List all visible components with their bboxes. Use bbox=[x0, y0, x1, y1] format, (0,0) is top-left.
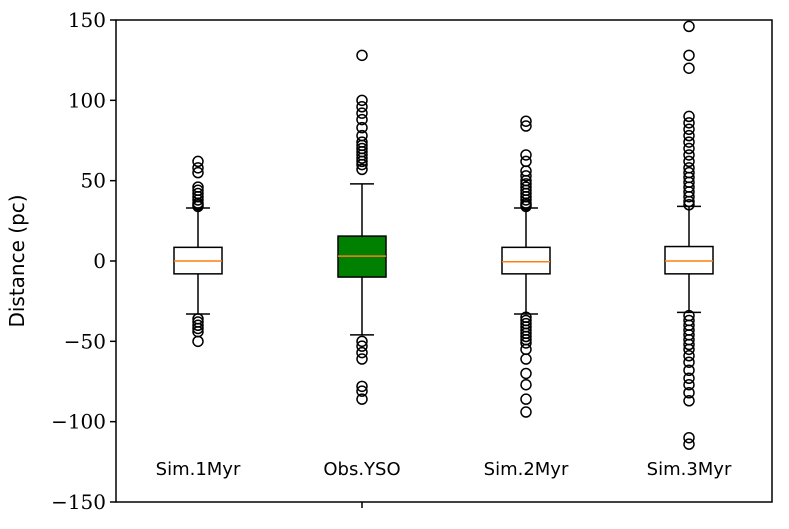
category-label: Sim.1Myr bbox=[156, 459, 241, 480]
y-tick-label: 150 bbox=[68, 8, 106, 32]
outlier-point bbox=[683, 110, 695, 123]
outlier-point bbox=[683, 129, 695, 142]
box-group: Sim.1Myr bbox=[156, 155, 241, 480]
outlier-point bbox=[192, 319, 204, 332]
outlier-point bbox=[356, 340, 368, 352]
outlier-point bbox=[356, 163, 368, 176]
outlier-point bbox=[356, 385, 368, 397]
y-tick-label: −150 bbox=[51, 490, 106, 514]
outlier-point bbox=[192, 155, 204, 168]
outlier-point bbox=[356, 101, 368, 113]
outlier-point bbox=[356, 121, 368, 134]
outlier-point bbox=[520, 393, 532, 405]
outlier-point bbox=[683, 343, 695, 356]
outlier-point bbox=[683, 350, 695, 362]
outlier-point bbox=[356, 113, 368, 126]
outlier-point bbox=[356, 107, 368, 119]
outlier-point bbox=[683, 142, 695, 155]
outlier-point bbox=[520, 330, 532, 343]
outlier-point bbox=[356, 155, 368, 168]
outlier-point bbox=[683, 338, 695, 351]
outlier-point bbox=[683, 123, 695, 136]
outlier-point bbox=[356, 353, 368, 365]
outlier-point bbox=[520, 367, 532, 380]
outlier-point bbox=[520, 120, 532, 132]
outlier-point bbox=[683, 386, 695, 399]
outlier-point bbox=[520, 155, 532, 168]
axis-layer: 150 100 50 0 −50 −100 −150 bbox=[51, 8, 773, 514]
outlier-point bbox=[520, 406, 532, 418]
outlier-point bbox=[356, 380, 368, 393]
outlier-point bbox=[192, 335, 204, 348]
outlier-point bbox=[520, 378, 532, 391]
outlier-point bbox=[520, 149, 532, 161]
category-label: Sim.2Myr bbox=[484, 459, 569, 480]
outlier-point bbox=[683, 364, 695, 377]
y-axis-label: Distance (pc) bbox=[5, 194, 29, 327]
outlier-point bbox=[683, 155, 695, 168]
category-label: Obs.YSO bbox=[323, 459, 400, 480]
outlier-point bbox=[520, 200, 532, 213]
outlier-point bbox=[683, 190, 695, 203]
outlier-point bbox=[192, 322, 204, 335]
outlier-point bbox=[683, 117, 695, 129]
outlier-point bbox=[683, 149, 695, 161]
outlier-point bbox=[520, 353, 532, 365]
outlier-point bbox=[683, 195, 695, 208]
outlier-point bbox=[683, 136, 695, 148]
outlier-point bbox=[683, 62, 695, 74]
outlier-point bbox=[192, 166, 204, 179]
outlier-point bbox=[192, 200, 204, 213]
outlier-point bbox=[683, 431, 695, 444]
outlier-point bbox=[683, 395, 695, 407]
outlier-point bbox=[683, 356, 695, 368]
box-group: Obs.YSO bbox=[323, 49, 401, 480]
outlier-point bbox=[683, 20, 695, 33]
y-tick-label: 0 bbox=[93, 249, 106, 273]
outlier-point bbox=[520, 115, 532, 127]
y-tick-label: −100 bbox=[51, 410, 106, 434]
outlier-point bbox=[520, 343, 532, 356]
y-tick-label: 50 bbox=[81, 169, 106, 193]
category-label: Sim.3Myr bbox=[647, 459, 732, 480]
outlier-point bbox=[683, 199, 695, 211]
outlier-point bbox=[356, 49, 368, 62]
outlier-point bbox=[683, 378, 695, 391]
outlier-point bbox=[356, 393, 368, 405]
y-tick-label: −50 bbox=[64, 329, 106, 353]
outlier-point bbox=[192, 194, 204, 206]
outlier-point bbox=[356, 158, 368, 171]
outlier-point bbox=[356, 94, 368, 107]
outlier-point bbox=[356, 346, 368, 359]
box-iqr bbox=[501, 246, 551, 275]
outlier-point bbox=[683, 438, 695, 450]
outlier-point bbox=[683, 49, 695, 62]
plot-layer: Sim.1Myr Obs.YSO Sim.2Myr Sim.3Myr bbox=[156, 20, 732, 480]
outlier-point bbox=[520, 337, 532, 349]
box-group: Sim.2Myr bbox=[484, 115, 569, 480]
outlier-point bbox=[520, 194, 532, 206]
outlier-point bbox=[683, 372, 695, 385]
box-group: Sim.3Myr bbox=[647, 20, 732, 480]
box-iqr bbox=[664, 245, 714, 275]
outlier-point bbox=[520, 170, 532, 182]
y-tick-label: 100 bbox=[68, 88, 106, 112]
outlier-point bbox=[192, 162, 204, 174]
outlier-point bbox=[356, 335, 368, 348]
outlier-point bbox=[356, 152, 368, 164]
